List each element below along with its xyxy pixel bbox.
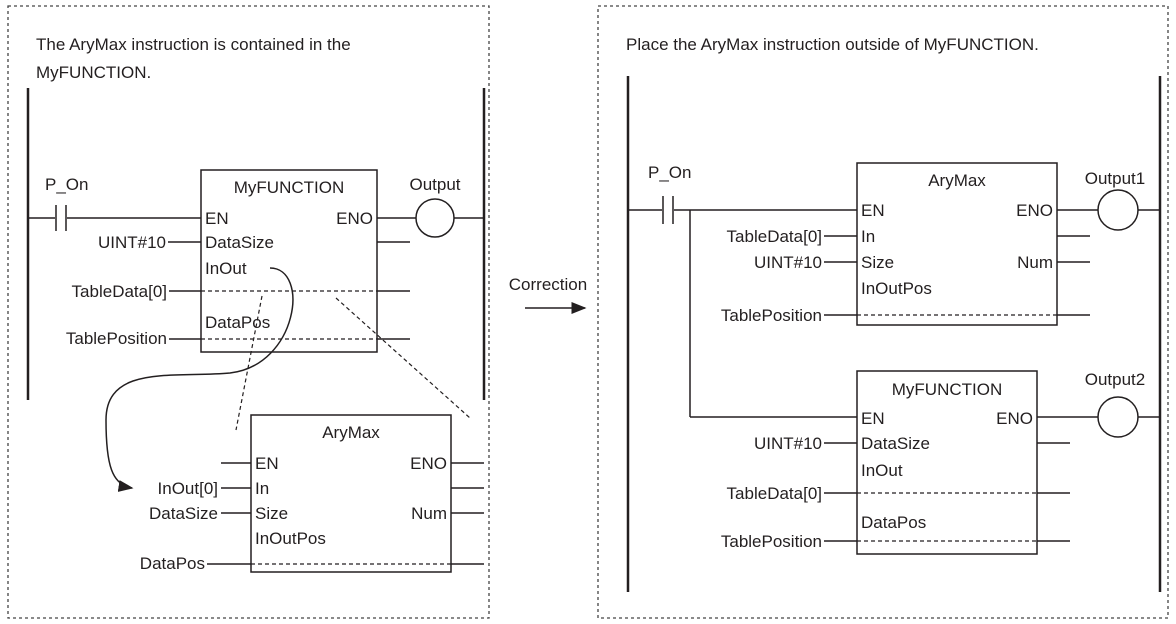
- myfunction-inout-label: InOut: [205, 259, 247, 278]
- inout-reference-arrow: [105, 267, 294, 492]
- right-arymax-arg-in: TableData[0]: [727, 227, 822, 246]
- myfunction-inputs: UINT#10 TableData[0] TablePosition: [66, 233, 201, 348]
- right-myfunction-arg-size: UINT#10: [754, 434, 822, 453]
- left-panel: The AryMax instruction is contained in t…: [7, 5, 490, 619]
- right-arymax-title: AryMax: [928, 171, 986, 190]
- right-arymax-size: Size: [861, 253, 894, 272]
- right-myfunction-title: MyFUNCTION: [892, 380, 1002, 399]
- contact-label: P_On: [45, 175, 88, 194]
- inner-arymax-title: AryMax: [322, 423, 380, 442]
- coil-output2: [1097, 396, 1139, 438]
- coil-output1-label: Output1: [1085, 169, 1146, 188]
- left-panel-frame: [7, 5, 490, 619]
- left-caption-line2: MyFUNCTION.: [36, 63, 151, 82]
- right-arymax-num: Num: [1017, 253, 1053, 272]
- right-arymax-arg-pos: TablePosition: [721, 306, 822, 325]
- right-arymax-block: AryMax EN ENO In Size Num InOutPos Table…: [721, 162, 1160, 326]
- right-myfunction-arg-pos: TablePosition: [721, 532, 822, 551]
- inner-arymax-block: AryMax EN ENO In Size Num InOutPos InOut…: [140, 414, 484, 573]
- right-arymax-in: In: [861, 227, 875, 246]
- right-contact-label: P_On: [648, 163, 691, 182]
- coil-output1: [1097, 189, 1139, 231]
- correction-label: Correction: [509, 275, 587, 294]
- right-arymax-inoutpos: InOutPos: [861, 279, 932, 298]
- left-caption-line1: The AryMax instruction is contained in t…: [36, 35, 351, 54]
- contact-p-on: P_On: [28, 175, 201, 231]
- right-panel-frame: [597, 5, 1169, 619]
- input-tableposition: TablePosition: [66, 329, 167, 348]
- inner-in-label: In: [255, 479, 269, 498]
- right-contact-p-on: P_On: [628, 163, 857, 418]
- right-arymax-arg-size: UINT#10: [754, 253, 822, 272]
- right-myfunction-eno: ENO: [996, 409, 1033, 428]
- right-myfunction-inout: InOut: [861, 461, 903, 480]
- inner-arymax-box: [250, 414, 452, 573]
- right-myfunction-box: [856, 370, 1038, 555]
- zoom-guide-left: [235, 295, 263, 431]
- coil-label: Output: [409, 175, 460, 194]
- inner-arg-pos: DataPos: [140, 554, 205, 573]
- input-uint: UINT#10: [98, 233, 166, 252]
- right-arymax-box: [856, 162, 1058, 326]
- right-myfunction-arg-inout: TableData[0]: [727, 484, 822, 503]
- right-myfunction-en: EN: [861, 409, 885, 428]
- inner-en-label: EN: [255, 454, 279, 473]
- myfunction-datapos-label: DataPos: [205, 313, 270, 332]
- myfunction-en-label: EN: [205, 209, 229, 228]
- right-caption: Place the AryMax instruction outside of …: [626, 35, 1039, 54]
- right-myfunction-block: MyFUNCTION EN ENO DataSize InOut DataPos…: [721, 370, 1160, 555]
- right-arymax-eno: ENO: [1016, 201, 1053, 220]
- myfunction-outputs: Output: [377, 175, 484, 340]
- inner-num-label: Num: [411, 504, 447, 523]
- inner-inoutpos-label: InOutPos: [255, 529, 326, 548]
- right-myfunction-datapos: DataPos: [861, 513, 926, 532]
- coil-output2-label: Output2: [1085, 370, 1146, 389]
- inner-size-label: Size: [255, 504, 288, 523]
- myfunction-title: MyFUNCTION: [234, 178, 344, 197]
- inner-arg-in: InOut[0]: [158, 479, 218, 498]
- right-arymax-en: EN: [861, 201, 885, 220]
- right-panel: Place the AryMax instruction outside of …: [597, 5, 1169, 619]
- myfunction-eno-label: ENO: [336, 209, 373, 228]
- inner-arg-size: DataSize: [149, 504, 218, 523]
- myfunction-datasize-label: DataSize: [205, 233, 274, 252]
- inner-eno-label: ENO: [410, 454, 447, 473]
- correction-arrow: Correction: [509, 275, 587, 314]
- right-myfunction-datasize: DataSize: [861, 434, 930, 453]
- input-tabledata: TableData[0]: [72, 282, 167, 301]
- zoom-guide-right: [335, 297, 471, 419]
- coil-output: [415, 198, 455, 238]
